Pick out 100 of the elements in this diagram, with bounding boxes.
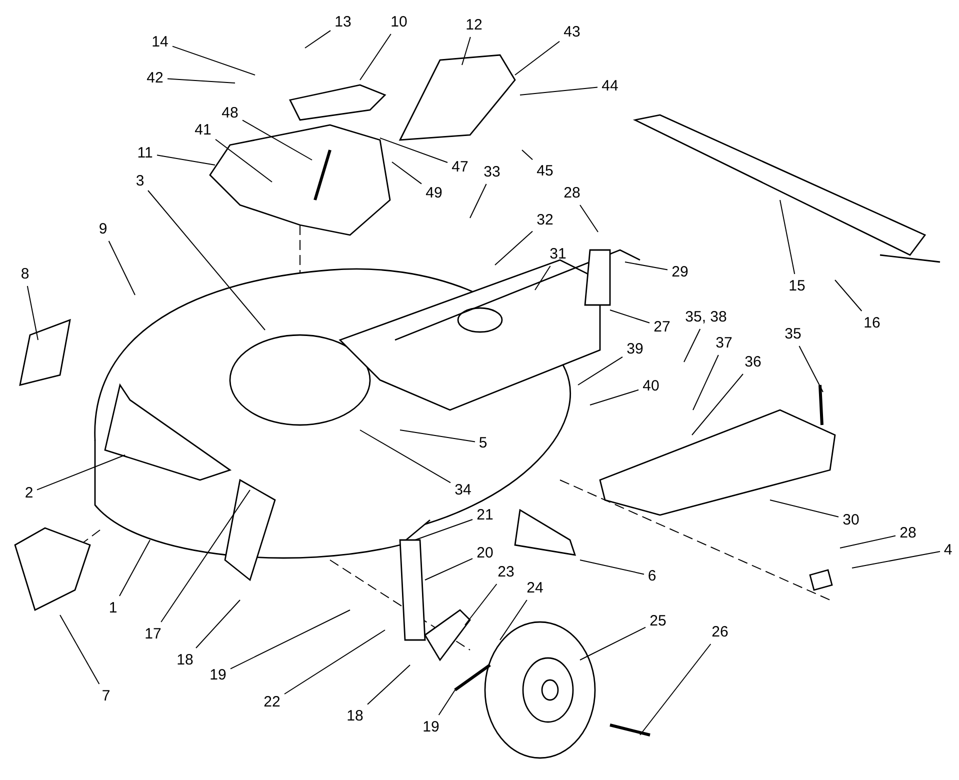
leader-line <box>610 310 650 324</box>
leader-line <box>392 162 422 184</box>
callout-number: 3 <box>136 172 144 190</box>
callout-number: 4 <box>944 542 952 558</box>
leader-line <box>462 36 471 66</box>
callout-number: 45 <box>536 162 554 180</box>
callout-number: 13 <box>334 14 352 30</box>
leader-line <box>500 600 528 640</box>
callout-number: 19 <box>422 718 440 736</box>
leader-line <box>60 614 100 684</box>
callout-number: 22 <box>264 694 280 710</box>
callout-number: 25 <box>650 612 666 630</box>
leader-line <box>464 584 498 626</box>
callout-number: 23 <box>498 564 514 580</box>
callout-number: 29 <box>672 264 688 280</box>
callout-number: 2 <box>24 484 34 502</box>
callout-number: 36 <box>744 354 762 370</box>
leader-line <box>692 354 719 410</box>
callout-number: 40 <box>642 378 660 394</box>
callout-number: 28 <box>900 524 916 542</box>
callout-number: 5 <box>478 434 488 452</box>
leader-line <box>160 490 250 622</box>
leader-line <box>514 40 560 76</box>
callout-number: 28 <box>564 184 580 202</box>
callout-number: 34 <box>454 482 472 498</box>
callout-number: 27 <box>654 318 670 336</box>
callout-number: 18 <box>346 708 364 724</box>
callout-number: 14 <box>152 34 168 50</box>
leader-line <box>834 280 862 312</box>
leader-line <box>26 286 38 340</box>
leader-line <box>414 519 473 540</box>
leader-line <box>400 430 476 442</box>
leader-line <box>196 600 240 648</box>
leader-line <box>167 78 236 84</box>
leader-line <box>590 389 639 406</box>
callout-number: 37 <box>716 334 732 352</box>
callout-number: 9 <box>98 220 108 238</box>
leader-line <box>684 328 701 362</box>
callout-number: 7 <box>102 688 110 704</box>
leader-line <box>119 540 150 596</box>
callout-number: 16 <box>864 314 880 332</box>
callout-number: 33 <box>484 164 500 180</box>
callout-number: 41 <box>194 122 212 138</box>
callout-number: 21 <box>476 506 494 524</box>
callout-number: 17 <box>144 626 162 642</box>
callout-number: 1 <box>108 600 118 616</box>
leader-line <box>580 204 598 232</box>
callout-number: 48 <box>222 104 238 122</box>
leader-line <box>360 34 392 80</box>
callout-number: 35, 38 <box>685 308 727 326</box>
leader-line <box>798 346 824 392</box>
callout-number: 47 <box>452 158 468 176</box>
callout-number: 44 <box>602 78 618 94</box>
leader-line <box>692 374 744 436</box>
leader-line <box>580 560 644 575</box>
leader-line <box>304 30 331 48</box>
leader-line <box>852 551 940 568</box>
leader-line <box>770 500 839 518</box>
leader-line <box>470 184 487 218</box>
leader-line <box>438 690 456 716</box>
callout-number: 35 <box>784 326 802 342</box>
leader-line <box>780 200 796 274</box>
callout-number: 12 <box>466 16 482 34</box>
callout-number: 8 <box>20 266 30 282</box>
callout-number: 24 <box>526 580 544 596</box>
leader-line <box>108 240 136 296</box>
callout-number: 10 <box>390 14 408 30</box>
callout-number: 32 <box>536 212 554 228</box>
leader-line <box>424 558 473 580</box>
leader-line <box>520 86 598 96</box>
callout-number: 19 <box>210 666 226 684</box>
callout-number: 15 <box>788 278 806 294</box>
leader-line <box>578 356 623 386</box>
leader-line <box>242 120 312 160</box>
leader-line <box>360 430 451 484</box>
leader-line <box>380 138 448 163</box>
callout-number: 26 <box>712 624 728 640</box>
leader-line <box>580 626 646 660</box>
leader-line <box>840 535 896 548</box>
leader-line <box>640 644 712 736</box>
leader-line <box>367 664 410 705</box>
callout-number: 6 <box>648 568 656 584</box>
leader-line <box>494 230 533 266</box>
leader-line <box>534 266 551 290</box>
callout-number: 42 <box>146 70 164 86</box>
leader-line <box>624 262 668 270</box>
leader-line <box>156 154 216 166</box>
leader-line <box>36 454 126 490</box>
callout-number: 30 <box>842 512 860 528</box>
callout-number: 11 <box>137 144 153 162</box>
leader-line <box>230 610 350 670</box>
callout-number: 18 <box>176 652 194 668</box>
callout-number: 49 <box>426 184 442 202</box>
callout-number: 43 <box>564 24 580 40</box>
leader-line <box>522 150 533 160</box>
leader-line <box>148 190 266 330</box>
callout-number: 20 <box>476 544 494 562</box>
callout-number: 39 <box>626 340 644 358</box>
leader-line <box>284 630 386 694</box>
leader-line <box>172 46 256 76</box>
